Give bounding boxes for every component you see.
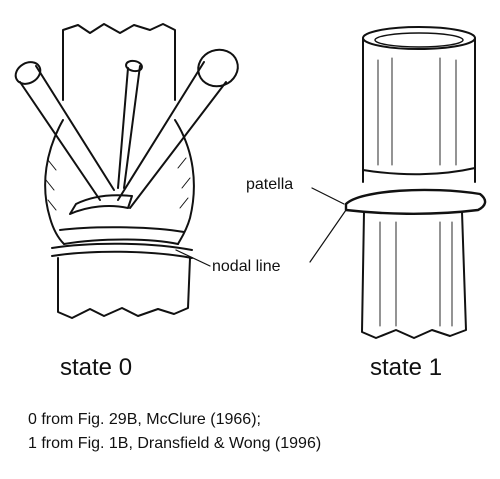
caption-line-1: 0 from Fig. 29B, McClure (1966); bbox=[28, 411, 261, 428]
internode-upper bbox=[362, 37, 476, 183]
sheath-scar bbox=[59, 226, 185, 245]
branch-left bbox=[19, 65, 115, 201]
nodal-line-callout bbox=[175, 249, 211, 267]
patella-ring bbox=[344, 188, 487, 215]
caption-line-2: 1 from Fig. 1B, Dransfield & Wong (1996) bbox=[28, 435, 322, 452]
culm-top-inner bbox=[374, 32, 464, 48]
patella-callout-lower bbox=[309, 209, 347, 263]
patella-label: patella bbox=[246, 176, 294, 193]
culm-lower-outline bbox=[57, 257, 191, 319]
culm-upper-outline bbox=[62, 23, 176, 101]
figure-caption: 0 from Fig. 29B, McClure (1966); 1 from … bbox=[28, 408, 321, 456]
branch-left-cut bbox=[14, 61, 42, 85]
shading-hatch bbox=[45, 157, 191, 211]
branch-center-cut bbox=[125, 59, 143, 73]
state-0-label: state 0 bbox=[60, 354, 133, 381]
culm-top-opening bbox=[362, 26, 476, 50]
node-swelling-right bbox=[174, 119, 195, 245]
branch-base bbox=[69, 194, 133, 215]
state-0-drawing bbox=[14, 23, 239, 319]
state-1-drawing bbox=[344, 26, 487, 339]
striations bbox=[377, 57, 457, 327]
branch-center bbox=[117, 65, 141, 189]
state-1-label: state 1 bbox=[370, 354, 443, 381]
node-swelling-left bbox=[44, 119, 65, 245]
nodal-band bbox=[51, 242, 193, 259]
patella-callout-upper bbox=[311, 187, 345, 205]
branch-right-cut bbox=[197, 48, 239, 88]
sheath-ring bbox=[362, 167, 476, 176]
nodal-line-label: nodal line bbox=[212, 258, 281, 275]
branch-right bbox=[117, 61, 227, 209]
internode-lower bbox=[361, 211, 467, 339]
